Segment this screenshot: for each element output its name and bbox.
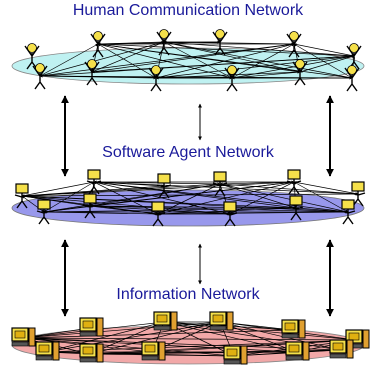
person-icon	[90, 31, 106, 58]
agent-icon	[288, 195, 304, 221]
computer-icon	[11, 327, 36, 347]
computer-icon	[345, 329, 370, 349]
agent-icon	[86, 169, 102, 195]
computer-icon	[35, 341, 60, 361]
person-icon	[148, 65, 164, 92]
person-icon	[344, 65, 360, 92]
computer-icon	[329, 339, 354, 359]
agent-icon	[222, 201, 238, 227]
person-icon	[24, 43, 40, 70]
person-icon	[32, 63, 48, 90]
person-icon	[224, 65, 240, 92]
person-icon	[156, 29, 172, 56]
agent-icon	[156, 173, 172, 199]
agent-icon	[286, 169, 302, 195]
computer-icon	[223, 345, 248, 365]
person-icon	[286, 31, 302, 58]
computer-icon	[79, 343, 104, 363]
person-icon	[212, 29, 228, 56]
person-icon	[292, 59, 308, 86]
computer-icon	[79, 317, 104, 337]
person-icon	[84, 59, 100, 86]
agent-icon	[340, 199, 356, 225]
layer-title-agent: Software Agent Network	[102, 144, 274, 161]
computer-icon	[153, 311, 178, 331]
computer-icon	[209, 311, 234, 331]
agent-icon	[14, 183, 30, 209]
layer-title-human: Human Communication Network	[72, 2, 304, 19]
person-icon	[346, 43, 362, 70]
agent-icon	[212, 171, 228, 197]
computer-icon	[141, 341, 166, 361]
agent-icon	[350, 181, 366, 207]
agent-icon	[36, 199, 52, 225]
agent-icon	[82, 193, 98, 219]
computer-icon	[285, 341, 310, 361]
agent-icon	[150, 201, 166, 227]
layer-title-information: Information Network	[116, 286, 260, 303]
computer-icon	[281, 319, 306, 339]
